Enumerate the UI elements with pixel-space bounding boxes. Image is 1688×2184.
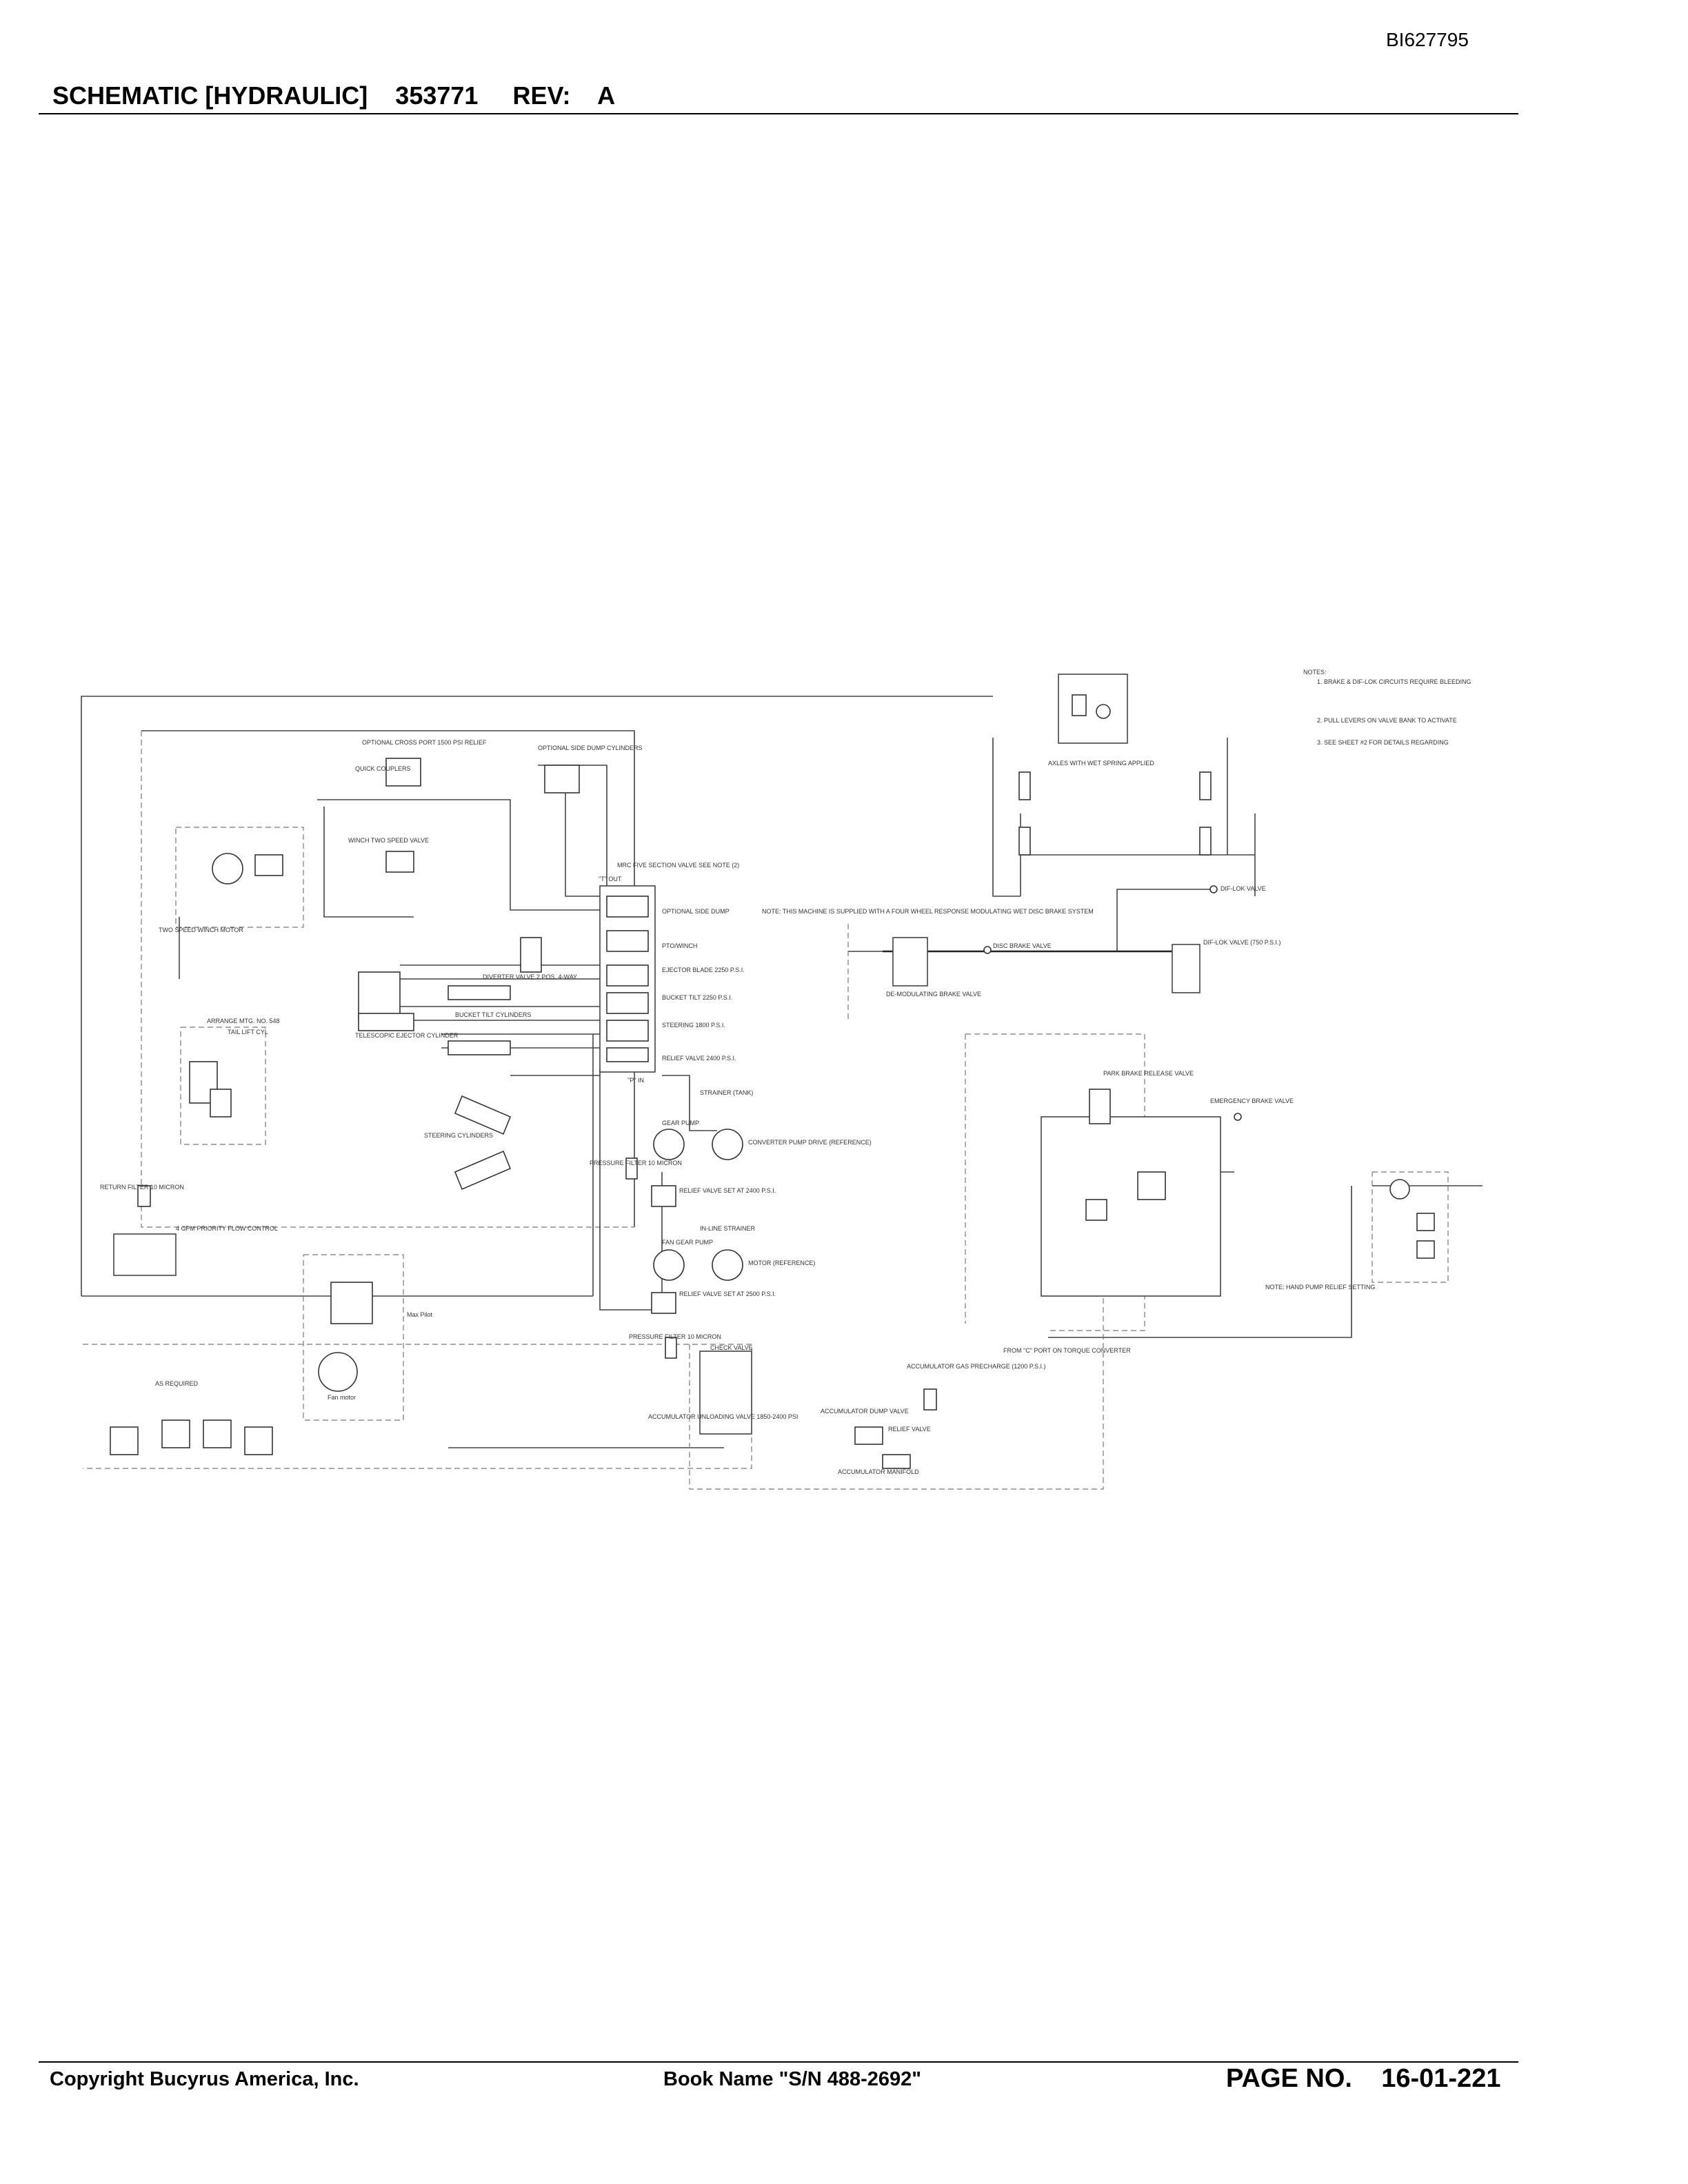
pressure-filter-label: PRESSURE FILTER 10 MICRON xyxy=(590,1160,682,1166)
gear-pump-label: GEAR PUMP xyxy=(662,1120,699,1126)
cross-port-label: OPTIONAL CROSS PORT 1500 PSI RELIEF xyxy=(362,739,487,746)
steering-cyl-label: STEERING CYLINDERS xyxy=(424,1132,493,1139)
main-lines xyxy=(81,696,1483,1490)
side-dump-label: OPTIONAL SIDE DUMP CYLINDERS xyxy=(538,745,643,751)
from-c-port-label: FROM "C" PORT ON TORQUE CONVERTER xyxy=(1003,1347,1131,1354)
port-t-label: "T" OUT xyxy=(599,876,622,882)
pumps: GEAR PUMP CONVERTER PUMP DRIVE (REFERENC… xyxy=(590,1089,872,1314)
dif-lok-relief-label: DIF-LOK VALVE (750 P.S.I.) xyxy=(1203,939,1281,946)
cylinders: TELESCOPIC EJECTOR CYLINDER BUCKET TILT … xyxy=(355,971,531,1191)
disc-brake-label: DISC BRAKE VALVE xyxy=(993,942,1052,949)
accumulator-label: ACCUMULATOR GAS PRECHARGE (1200 P.S.I.) xyxy=(907,1363,1046,1370)
winch-valve-label: WINCH TWO SPEED VALVE xyxy=(348,837,429,844)
converter-pump-label: CONVERTER PUMP DRIVE (REFERENCE) xyxy=(748,1139,872,1146)
hand-pump-label: NOTE: HAND PUMP RELIEF SETTING xyxy=(1265,1284,1375,1291)
valve-bank: MRC FIVE SECTION VALVE SEE NOTE (2) "T" … xyxy=(483,862,745,1084)
page-number: PAGE NO. 16-01-221 xyxy=(1226,2064,1501,2093)
park-brake-label: PARK BRAKE RELEASE VALVE xyxy=(1103,1070,1194,1077)
axles-label: AXLES WITH WET SPRING APPLIED xyxy=(1048,760,1154,767)
pressure-filter2-label: PRESSURE FILTER 10 MICRON xyxy=(629,1333,721,1340)
winch-circuit: WINCH TWO SPEED VALVE TWO SPEED WINCH MO… xyxy=(159,739,643,933)
side-dump-section-label: OPTIONAL SIDE DUMP xyxy=(662,908,730,915)
accumulator-valve-label: ACCUMULATOR UNLOADING VALVE 1850-2400 PS… xyxy=(648,1413,798,1420)
as-required-label: AS REQUIRED xyxy=(155,1380,199,1387)
check-valve-label: CHECK VALVE xyxy=(710,1344,753,1351)
lift-cyl-label: TAIL LIFT CYL xyxy=(228,1029,268,1035)
notes-block: NOTES: 1. BRAKE & DIF-LOK CIRCUITS REQUI… xyxy=(1303,669,1471,746)
ejector-blade-label: EJECTOR BLADE 2250 P.S.I. xyxy=(662,967,745,973)
quick-couplers-label: QUICK COUPLERS xyxy=(355,765,411,772)
motor-ref-label: MOTOR (REFERENCE) xyxy=(748,1260,815,1266)
return-circuit: RETURN FILTER 10 MICRON 4 GPM PRIORITY F… xyxy=(100,1184,278,1276)
fan-motor-circuit: Fan motor Max Pilot AS REQUIRED xyxy=(110,1254,433,1455)
winch-motor-label: TWO SPEED WINCH MOTOR xyxy=(159,927,243,933)
note-1: 1. BRAKE & DIF-LOK CIRCUITS REQUIRE BLEE… xyxy=(1317,678,1471,685)
pto-winch-label: PTO/WINCH xyxy=(662,942,697,949)
hand-pump-circuit: NOTE: HAND PUMP RELIEF SETTING xyxy=(1265,1171,1449,1291)
telescopic-label: TELESCOPIC EJECTOR CYLINDER xyxy=(355,1032,459,1039)
fan-pump-label: FAN GEAR PUMP xyxy=(662,1239,713,1246)
emergency-brake-label: EMERGENCY BRAKE VALVE xyxy=(1210,1098,1294,1104)
diverter-label: DIVERTER VALVE 2 POS, 4-WAY xyxy=(483,973,577,980)
accumulator-dump-label: ACCUMULATOR DUMP VALVE xyxy=(821,1408,909,1415)
note-2: 2. PULL LEVERS ON VALVE BANK TO ACTIVATE xyxy=(1317,717,1457,724)
dif-lok-valve-label: DIF-LOK VALVE xyxy=(1220,885,1266,892)
max-pilot-label: Max Pilot xyxy=(407,1311,433,1318)
fan-motor-label: Fan motor xyxy=(328,1394,356,1401)
relief-set-label: RELIEF VALVE SET AT 2400 P.S.I. xyxy=(679,1187,776,1194)
steering-section-label: STEERING 1800 P.S.I. xyxy=(662,1022,725,1029)
copyright: Copyright Bucyrus America, Inc. xyxy=(50,2068,359,2090)
footer-rule xyxy=(39,2061,1518,2063)
relief-2-label: RELIEF VALVE xyxy=(888,1426,931,1433)
priority-flow-label: 4 GPM PRIORITY FLOW CONTROL xyxy=(176,1225,278,1232)
accumulator-manifold-label: ACCUMULATOR MANIFOLD xyxy=(838,1468,919,1475)
note-3: 3. SEE SHEET #2 FOR DETAILS REGARDING xyxy=(1317,739,1449,746)
document-id: BI627795 xyxy=(1386,29,1469,50)
relief-fan-label: RELIEF VALVE SET AT 2500 P.S.I. xyxy=(679,1291,776,1297)
de-modulating-label: DE-MODULATING BRAKE VALVE xyxy=(886,991,981,998)
accumulator-circuit: PRESSURE FILTER 10 MICRON CHECK VALVE AC… xyxy=(629,1333,1046,1475)
five-section-label: MRC FIVE SECTION VALVE SEE NOTE (2) xyxy=(617,862,739,869)
arrangement-label: ARRANGE MTG. NO. 548 xyxy=(207,1018,280,1024)
brake-relay-box: AXLES WITH WET SPRING APPLIED xyxy=(1018,674,1212,856)
header-rule xyxy=(39,113,1518,114)
note-brakes-label: NOTE: THIS MACHINE IS SUPPLIED WITH A FO… xyxy=(762,908,1094,915)
return-filter-label: RETURN FILTER 10 MICRON xyxy=(100,1184,184,1191)
inline-strainer-label: IN-LINE STRAINER xyxy=(700,1225,756,1232)
book-name: Book Name "S/N 488-2692" xyxy=(663,2068,922,2090)
strainer-tank-label: STRAINER (TANK) xyxy=(700,1089,753,1096)
notes-label: NOTES: xyxy=(1303,669,1327,676)
relief-main-label: RELIEF VALVE 2400 P.S.I. xyxy=(662,1055,736,1062)
page-title: SCHEMATIC [HYDRAULIC] 353771 REV: A xyxy=(52,81,616,110)
brake-circuit: NOTE: THIS MACHINE IS SUPPLIED WITH A FO… xyxy=(762,885,1294,1354)
port-p-label: "P" IN xyxy=(627,1077,644,1084)
bucket-tilt-cyl-label: BUCKET TILT CYLINDERS xyxy=(455,1011,531,1018)
bucket-tilt-label: BUCKET TILT 2250 P.S.I. xyxy=(662,994,732,1001)
tail-lift-circuit: ARRANGE MTG. NO. 548 TAIL LIFT CYL xyxy=(180,1018,280,1145)
